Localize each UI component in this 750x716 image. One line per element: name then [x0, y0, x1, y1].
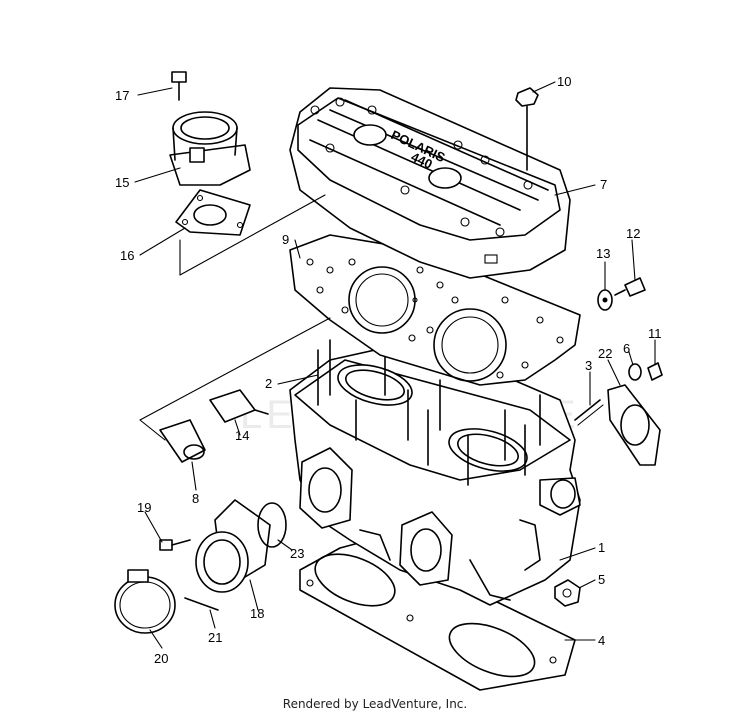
part-cylinder-head: POLARIS 440 [289, 87, 571, 279]
callout-5: 5 [598, 572, 605, 587]
part-base-gasket [299, 539, 576, 691]
part-22-cover [607, 362, 663, 466]
callout-16: 16 [120, 248, 134, 263]
callout-9: 9 [282, 232, 289, 247]
callout-21: 21 [208, 630, 222, 645]
part-bolt-19 [159, 539, 191, 551]
part-oring-23 [257, 502, 287, 548]
callout-13: 13 [596, 246, 610, 261]
part-sensor-14 [209, 389, 269, 423]
callout-8: 8 [192, 491, 199, 506]
footer-credit: Rendered by LeadVenture, Inc. [282, 697, 468, 711]
callout-18: 18 [250, 606, 264, 621]
callout-14: 14 [235, 428, 249, 443]
part-nut-5 [554, 579, 581, 607]
callout-19: 19 [137, 500, 151, 515]
callout-4: 4 [598, 633, 605, 648]
callout-20: 20 [154, 651, 168, 666]
callout-23: 23 [290, 546, 304, 561]
part-bolt-17 [171, 71, 187, 101]
callout-6: 6 [623, 341, 630, 356]
part-screw-21 [184, 597, 219, 611]
callout-15: 15 [115, 175, 129, 190]
callout-1: 1 [598, 540, 605, 555]
part-plug-8 [159, 419, 206, 463]
part-intake-flange-18 [195, 499, 271, 593]
part-housing-gasket [175, 189, 251, 236]
part-thermostat-housing [169, 111, 251, 186]
callout-12: 12 [626, 226, 640, 241]
callout-7: 7 [600, 177, 607, 192]
part-stud-3 [574, 399, 604, 426]
callout-22: 22 [598, 346, 612, 361]
part-clamp-20 [114, 569, 176, 634]
callout-17: 17 [115, 88, 129, 103]
part-nut-10 [515, 87, 539, 171]
callout-2: 2 [265, 376, 272, 391]
callout-labels: 17 15 16 10 7 9 13 12 11 6 22 3 2 14 8 1… [115, 74, 662, 666]
callout-10: 10 [557, 74, 571, 89]
gasket-holes [306, 258, 564, 379]
callout-11: 11 [648, 326, 662, 341]
callout-3: 3 [585, 358, 592, 373]
